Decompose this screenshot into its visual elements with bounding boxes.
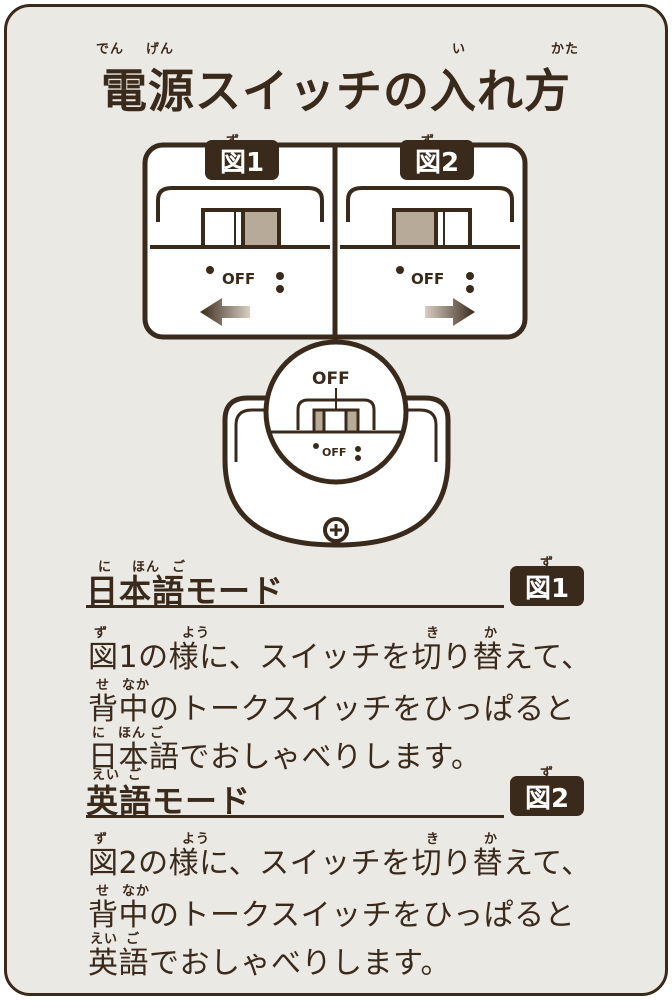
jp-line2-ruby-naka: なか: [122, 678, 151, 693]
fig1-tab-label: 図1: [219, 147, 265, 178]
zoom-off-label: OFF: [312, 369, 350, 389]
title-ruby-i: い: [452, 42, 467, 57]
japanese-mode-heading: 日本語モード: [86, 572, 285, 610]
fig1-off-label: OFF: [222, 270, 255, 288]
en-heading-ruby-go: ご: [128, 768, 143, 783]
en-line1-ruby-you: よう: [182, 832, 211, 847]
en-line1-ruby-zu: ず: [94, 832, 109, 847]
en-line2-ruby-se: せ: [96, 884, 111, 899]
en-line2-ruby-naka: なか: [122, 884, 151, 899]
english-mode-fig-badge: ず 図2: [510, 766, 584, 816]
english-mode-divider: [86, 815, 504, 818]
jp-line3-ruby-ni: に: [92, 726, 107, 741]
jp-line3-ruby-go: ご: [150, 726, 165, 741]
title-ruby-den: でん: [96, 42, 125, 57]
jp-line1-ruby-ki: き: [426, 626, 441, 641]
fig1-tab: ず 図1: [205, 134, 279, 180]
en-line3-ruby-ei: えい: [90, 932, 119, 947]
page-title: 電源スイッチの入れ方: [101, 64, 571, 118]
english-mode-line-1: 図2の様に、スイッチを切り替えて、: [88, 846, 592, 881]
en-line1-ruby-ki: き: [426, 832, 441, 847]
japanese-mode-line-1: 図1の様に、スイッチを切り替えて、: [88, 640, 592, 675]
japanese-mode-line-2: 背中のトークスイッチをひっぱると: [88, 692, 576, 727]
english-mode-line-2: 背中のトークスイッチをひっぱると: [88, 898, 576, 933]
jp-line1-ruby-ka: か: [484, 626, 499, 641]
title-ruby-kata: かた: [551, 42, 580, 57]
en-line3-ruby-go: ご: [126, 932, 141, 947]
switch-diagram: OFF OFF OFF OFF: [142, 142, 528, 548]
en-heading-ruby-ei: えい: [92, 768, 121, 783]
jp-heading-ruby-hon: ほん: [132, 560, 161, 575]
zoom-off-small-label: OFF: [322, 446, 346, 459]
japanese-mode-fig-badge: ず 図1: [510, 556, 584, 606]
english-mode-heading: 英語モード: [86, 782, 252, 820]
jp-heading-ruby-go: ご: [172, 560, 187, 575]
title-ruby-gen: げん: [146, 42, 175, 57]
japanese-mode-line-3: 日本語でおしゃべりします。: [88, 740, 482, 775]
jp-line1-ruby-zu: ず: [94, 626, 109, 641]
fig2-off-label: OFF: [411, 270, 444, 288]
jp-heading-ruby-ni: に: [98, 560, 113, 575]
fig2-tab: ず 図2: [400, 134, 474, 180]
japanese-mode-divider: [86, 605, 504, 608]
english-mode-line-3: 英語でおしゃべりします。: [88, 946, 451, 981]
jp-line3-ruby-hon: ほん: [118, 726, 147, 741]
jp-line1-ruby-you: よう: [182, 626, 211, 641]
en-line1-ruby-ka: か: [484, 832, 499, 847]
jp-line2-ruby-se: せ: [96, 678, 111, 693]
fig2-tab-label: 図2: [414, 147, 460, 178]
